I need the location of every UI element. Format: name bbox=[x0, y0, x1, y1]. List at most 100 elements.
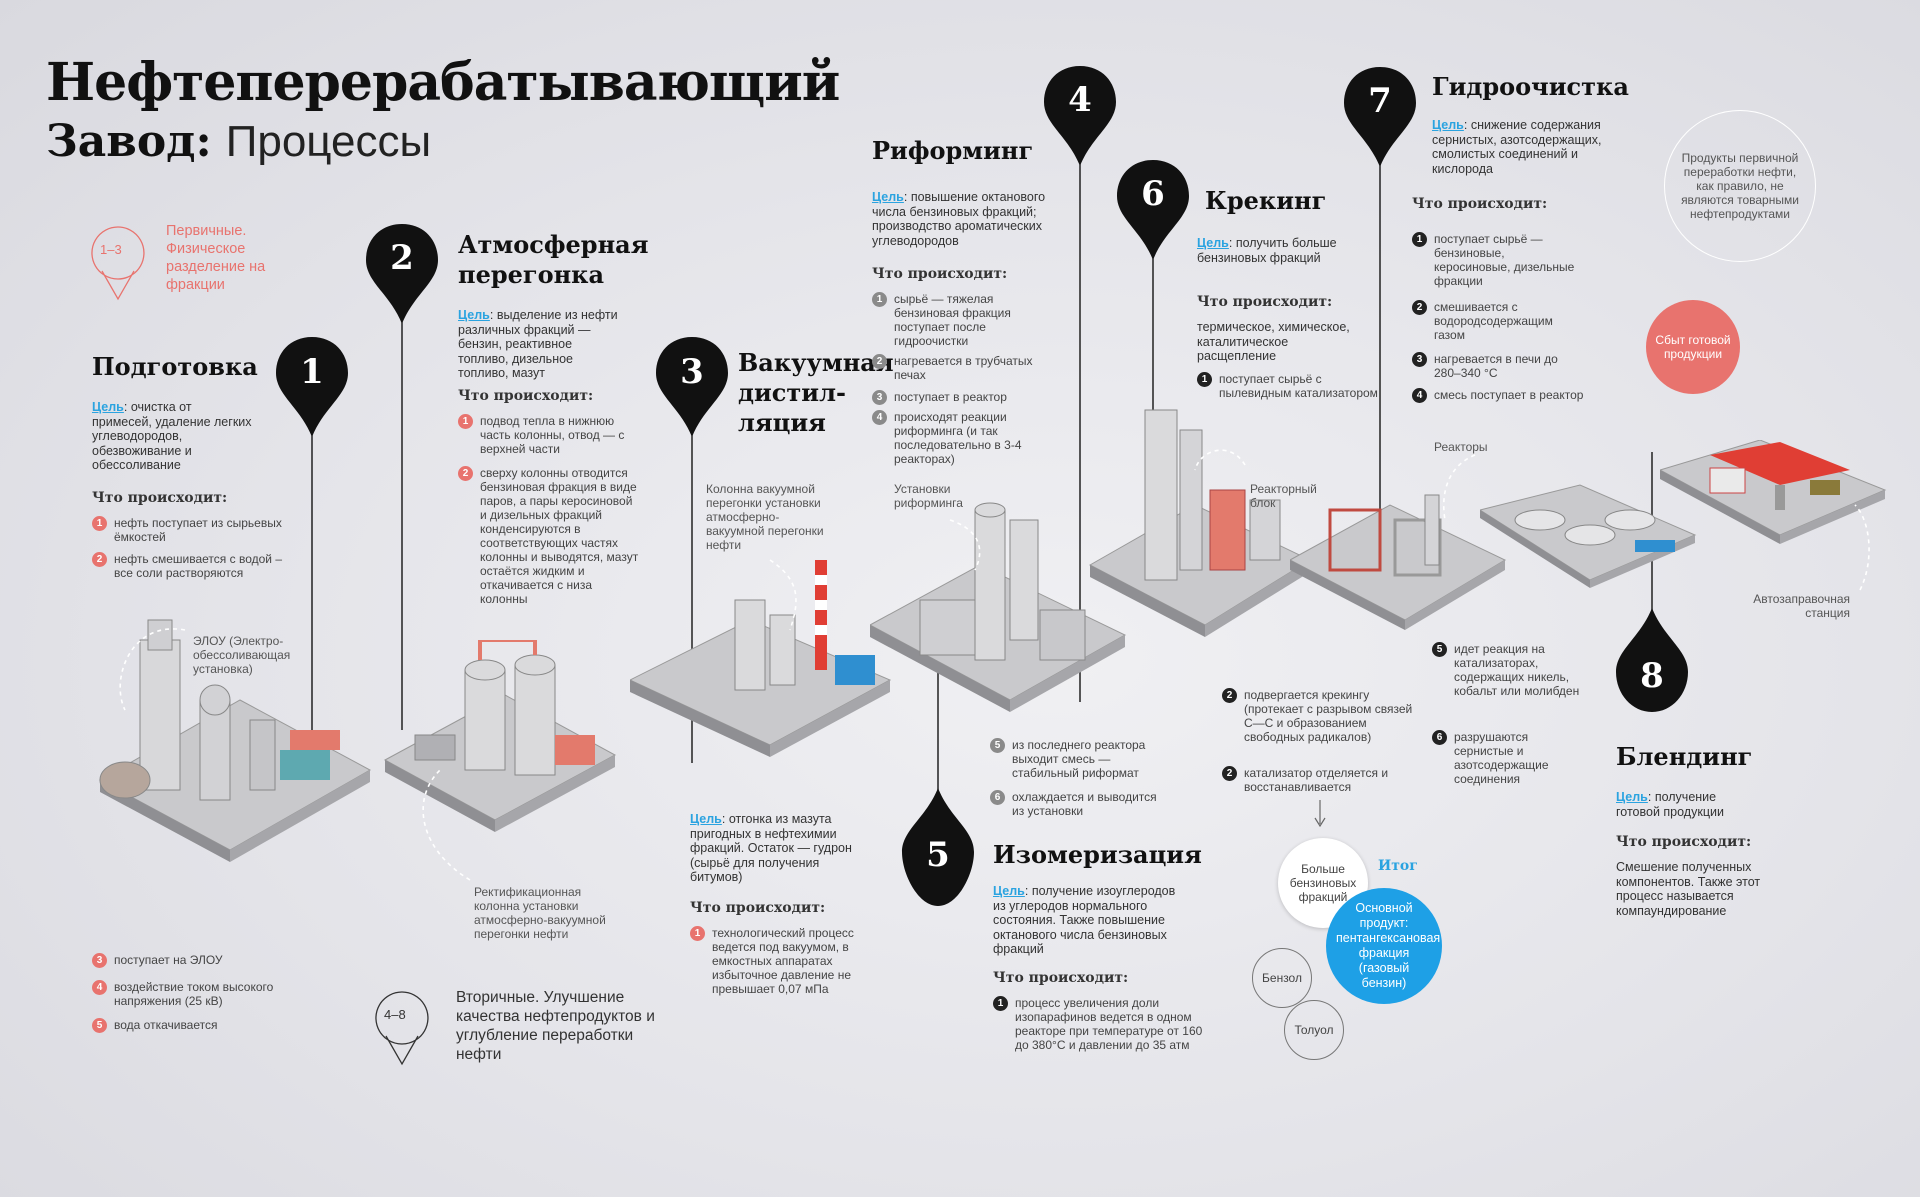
step-number: 1 bbox=[872, 292, 887, 307]
step-text: вода откачивается bbox=[114, 1018, 218, 1032]
step-text: нефть смешивается с водой – все соли рас… bbox=[114, 552, 282, 580]
pin-3-number: 3 bbox=[680, 352, 704, 392]
result-main-text: Основной продукт: пентангексановая фракц… bbox=[1336, 901, 1441, 990]
stage7-step6: 6 разрушаются сернистые и азотсодержащие … bbox=[1432, 730, 1584, 786]
stage6-step1: 1 поступает сырьё с пылевидным катализато… bbox=[1197, 372, 1379, 400]
step-text: нефть поступает из сырьевых ёмкостей bbox=[114, 516, 282, 544]
step-number: 1 bbox=[1412, 232, 1427, 247]
stage7-step3: 3 нагревается в печи до 280–340 °С bbox=[1412, 352, 1584, 380]
stage4-step1: 1 сырьё — тяжелая бензиновая фракция пост… bbox=[872, 292, 1054, 348]
page-title: Нефтеперерабатывающий bbox=[46, 52, 840, 113]
benzene-text: Бензол bbox=[1262, 971, 1302, 985]
stage7-title: Гидроочистка bbox=[1432, 72, 1629, 101]
goal-label: Цель bbox=[690, 812, 722, 826]
result-main-bubble: Основной продукт: пентангексановая фракц… bbox=[1326, 888, 1442, 1004]
step-number: 2 bbox=[1222, 766, 1237, 781]
stage3-goal-text: : отгонка из мазута пригодных в нефтехим… bbox=[690, 812, 852, 884]
step-number: 3 bbox=[872, 390, 887, 405]
step-number: 5 bbox=[1432, 642, 1447, 657]
step-text: технологический процесс ведется под ваку… bbox=[712, 926, 854, 996]
step-text: подвергается крекингу (протекает с разры… bbox=[1244, 688, 1413, 744]
step-number: 1 bbox=[993, 996, 1008, 1011]
stage3-what: Что происходит: bbox=[690, 900, 826, 916]
stage8-goal-text: : получение готовой продукции bbox=[1616, 790, 1724, 819]
step-number: 4 bbox=[872, 410, 887, 425]
stage5-what: Что происходит: bbox=[993, 970, 1129, 986]
step-number: 1 bbox=[1197, 372, 1212, 387]
primary-products-text: Продукты первичной переработки нефти, ка… bbox=[1681, 151, 1799, 221]
stage7-step1: 1 поступает сырьё — бензиновые, керосинов… bbox=[1412, 232, 1584, 288]
step-number: 6 bbox=[1432, 730, 1447, 745]
stage1-step1: 1 нефть поступает из сырьевых ёмкостей bbox=[92, 516, 284, 544]
subtitle-light: Процессы bbox=[225, 117, 432, 166]
stage6-what: Что происходит: bbox=[1197, 294, 1333, 310]
stage5-goal: Цель: получение изоуглеродов из углеродо… bbox=[993, 884, 1188, 957]
stage6-title: Крекинг bbox=[1205, 186, 1327, 215]
stage2-what: Что происходит: bbox=[458, 388, 594, 404]
step-text: нагревается в трубчатых печах bbox=[894, 354, 1033, 382]
step-text: сверху колонны отводится бензиновая фрак… bbox=[480, 466, 639, 606]
stage7-what: Что происходит: bbox=[1412, 196, 1548, 212]
stage3-goal: Цель: отгонка из мазута пригодных в нефт… bbox=[690, 812, 860, 885]
step-number: 2 bbox=[872, 354, 887, 369]
step-text: разрушаются сернистые и азотсодержащие с… bbox=[1454, 730, 1549, 786]
stage7-callout: Реакторы bbox=[1434, 440, 1488, 454]
stage7-goal-text: : снижение содержания сернистых, азотсод… bbox=[1432, 118, 1602, 176]
step-text: сырьё — тяжелая бензиновая фракция посту… bbox=[894, 292, 1011, 348]
step-number: 3 bbox=[1412, 352, 1427, 367]
step-text: поступает сырьё — бензиновые, керосиновы… bbox=[1434, 232, 1575, 288]
pin-4-number: 4 bbox=[1068, 80, 1092, 120]
result-toluene: Толуол bbox=[1284, 1000, 1344, 1060]
result-benzene: Бензол bbox=[1252, 948, 1312, 1008]
stage3-step1: 1 технологический процесс ведется под вак… bbox=[690, 926, 882, 996]
legend-secondary-range: 4–8 bbox=[384, 1007, 406, 1022]
stage1-title: Подготовка bbox=[92, 352, 258, 381]
result-label: Итог bbox=[1378, 858, 1418, 874]
goal-label: Цель bbox=[993, 884, 1025, 898]
plant-reforming bbox=[870, 502, 1127, 712]
stage3-callout: Колонна вакуумной перегонки установки ат… bbox=[706, 482, 824, 552]
plant-tanks bbox=[1480, 484, 1697, 588]
step-number: 3 bbox=[92, 953, 107, 968]
goal-label: Цель bbox=[458, 308, 490, 322]
stage5-title: Изомеризация bbox=[993, 840, 1202, 869]
stage4-goal-text: : повышение октанового числа бензиновых … bbox=[872, 190, 1046, 248]
step-number: 2 bbox=[458, 466, 473, 481]
step-text: поступает сырьё с пылевидным катализатор… bbox=[1219, 372, 1378, 400]
pin-2 bbox=[366, 224, 438, 730]
step-text: смесь поступает в реактор bbox=[1434, 388, 1584, 402]
stage3-title: Вакуумная дистил-ляция bbox=[738, 348, 894, 437]
step-text: нагревается в печи до 280–340 °С bbox=[1434, 352, 1558, 380]
pin-1-number: 1 bbox=[300, 352, 324, 392]
stage8-what: Что происходит: bbox=[1616, 834, 1752, 850]
step-number: 6 bbox=[990, 790, 1005, 805]
step-number: 1 bbox=[92, 516, 107, 531]
step-text: идет реакция на катализаторах, содержащи… bbox=[1454, 642, 1580, 698]
stage6-goal-text: : получить больше бензиновых фракций bbox=[1197, 236, 1337, 265]
step-text: процесс увеличения доли изопарафинов вед… bbox=[1015, 996, 1203, 1052]
stage4-step2: 2 нагревается в трубчатых печах bbox=[872, 354, 1054, 382]
result-more-text: Больше бензиновых фракций bbox=[1289, 862, 1357, 904]
pin-2-number: 2 bbox=[390, 238, 414, 278]
step-text: подвод тепла в нижнюю часть колонны, отв… bbox=[480, 414, 625, 456]
stage4-step6: 6 охлаждается и выводится из установки bbox=[990, 790, 1172, 818]
stage4-what: Что происходит: bbox=[872, 266, 1008, 282]
stage2-step2: 2 сверху колонны отводится бензиновая фра… bbox=[458, 466, 640, 606]
stage8-callout: Автозаправочная станция bbox=[1753, 592, 1850, 620]
step-text: поступает в реактор bbox=[894, 390, 1007, 404]
sales-text: Сбыт готовой продукции bbox=[1655, 333, 1731, 361]
stage8-what-intro: Смешение полученных компонентов. Также э… bbox=[1616, 860, 1761, 918]
stage1-callout: ЭЛОУ (Электро-обессоливающая установка) bbox=[193, 634, 291, 676]
step-number: 1 bbox=[690, 926, 705, 941]
page-subtitle: Завод: Процессы bbox=[46, 116, 431, 167]
stage4-callout: Установки риформинга bbox=[894, 482, 963, 510]
step-text: охлаждается и выводится из установки bbox=[1012, 790, 1157, 818]
sales-bubble: Сбыт готовой продукции bbox=[1646, 300, 1740, 394]
stage4-goal: Цель: повышение октанового числа бензино… bbox=[872, 190, 1057, 248]
